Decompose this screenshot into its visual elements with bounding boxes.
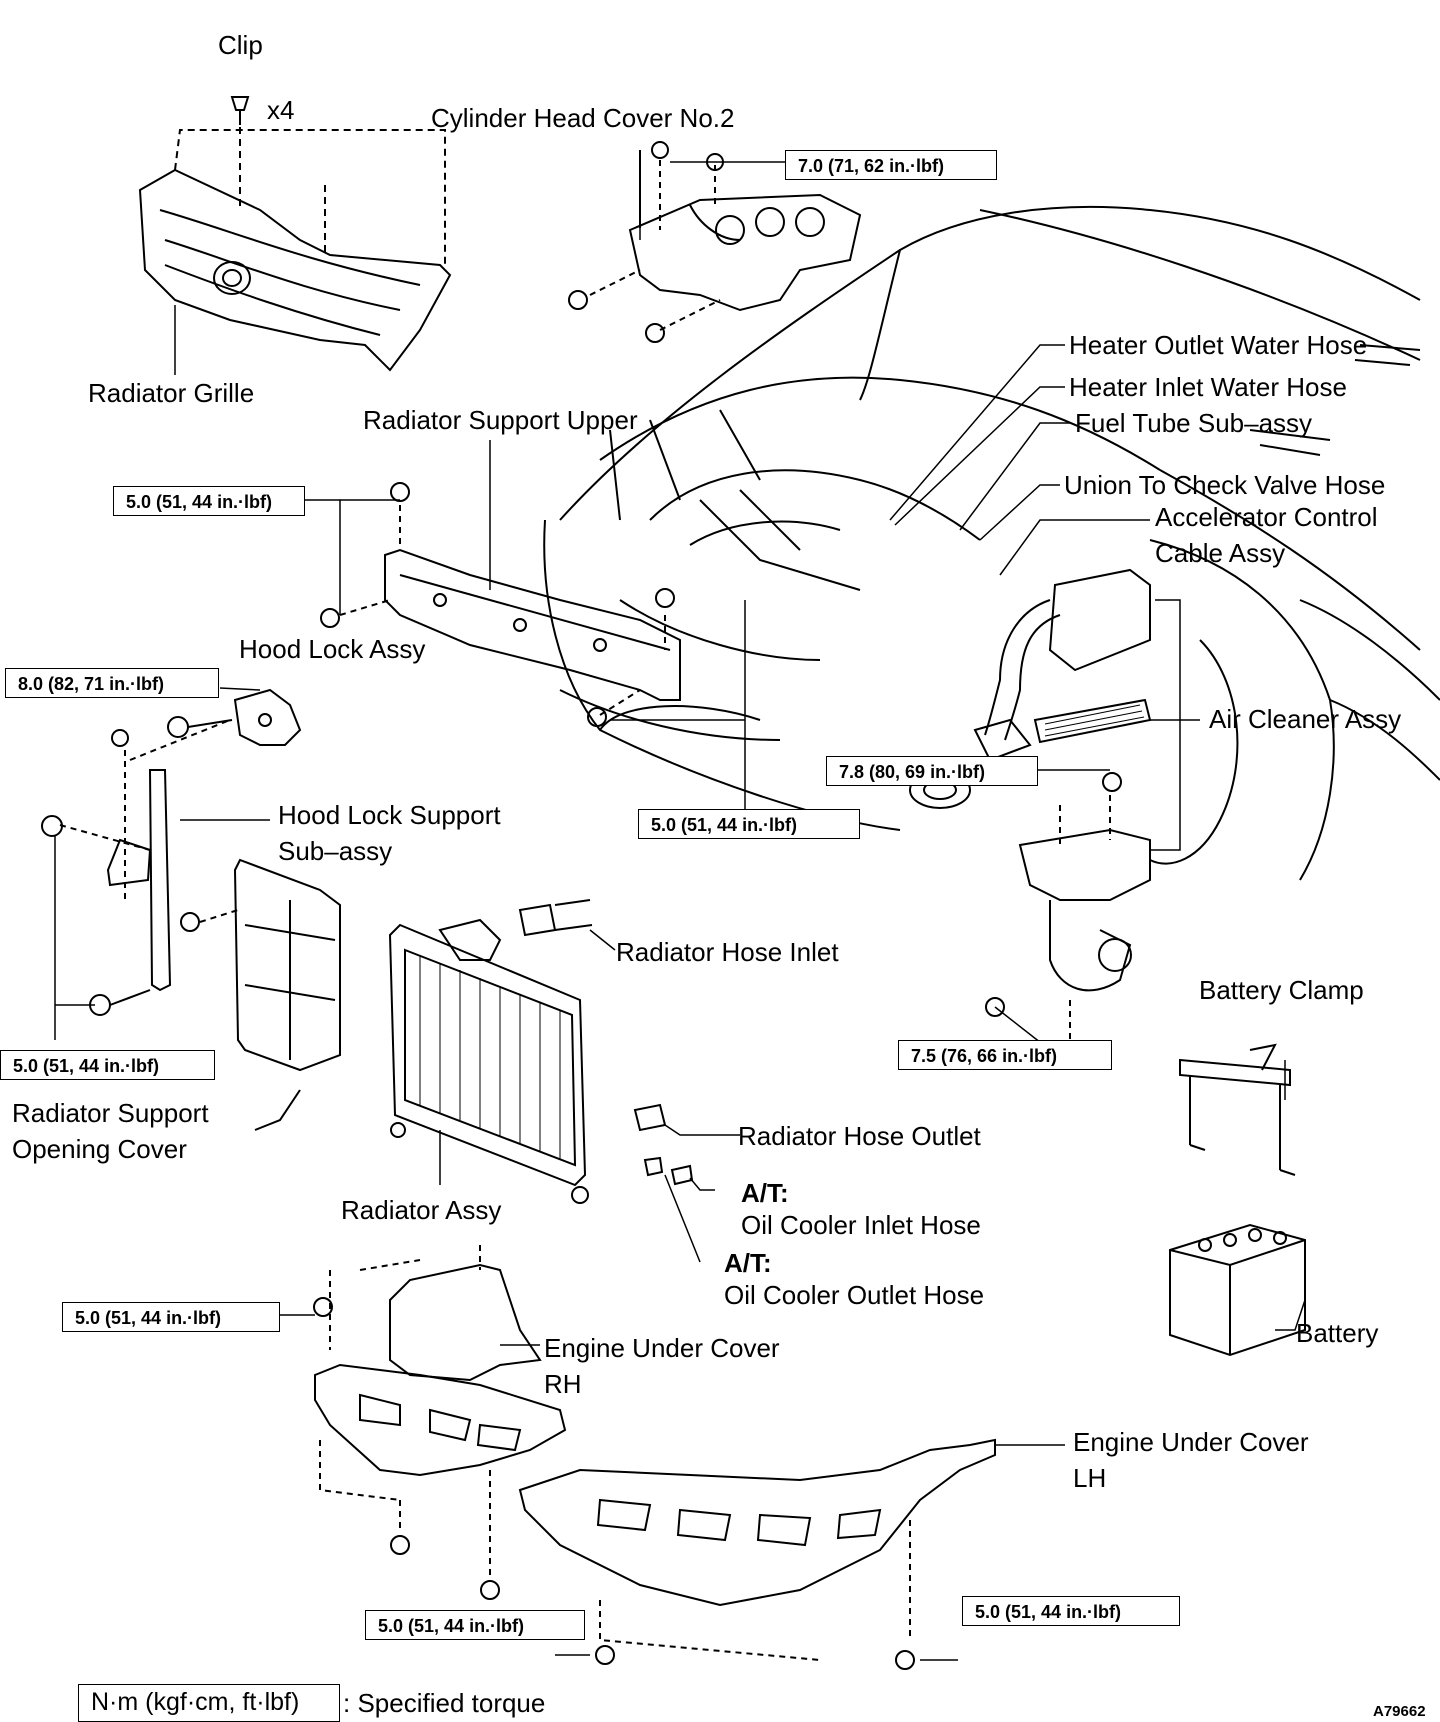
torque-engine-under-cover-rh: 5.0 (51, 44 in.·lbf) xyxy=(62,1302,280,1332)
torque-air-cleaner-top: 7.8 (80, 69 in.·lbf) xyxy=(826,756,1038,786)
label-accelerator-control: Accelerator Control xyxy=(1155,502,1378,532)
legend-specified-torque: : Specified torque xyxy=(343,1688,546,1718)
label-engine-under-cover-lh: Engine Under Cover xyxy=(1073,1427,1309,1457)
label-radiator-hose-inlet: Radiator Hose Inlet xyxy=(616,937,839,967)
label-battery: Battery xyxy=(1296,1318,1379,1348)
label-air-cleaner-assy: Air Cleaner Assy xyxy=(1209,704,1402,734)
torque-hood-lock-support: 5.0 (51, 44 in.·lbf) xyxy=(0,1050,215,1080)
radiator-support-upper-drawing xyxy=(320,482,681,727)
label-radiator-assy: Radiator Assy xyxy=(341,1195,502,1225)
label-at-inlet: A/T: xyxy=(741,1178,789,1208)
torque-engine-under-cover-center: 5.0 (51, 44 in.·lbf) xyxy=(365,1610,585,1640)
label-radiator-hose-outlet: Radiator Hose Outlet xyxy=(738,1121,981,1151)
label-union-to-check-valve-hose: Union To Check Valve Hose xyxy=(1064,470,1386,500)
air-cleaner-drawing xyxy=(973,568,1152,1040)
label-hood-lock-support-sub-assy: Sub–assy xyxy=(278,836,393,866)
label-heater-outlet-water-hose: Heater Outlet Water Hose xyxy=(1069,330,1368,360)
label-radiator-support: Radiator Support xyxy=(12,1098,209,1128)
label-engine-under-cover-rh: Engine Under Cover xyxy=(544,1333,780,1363)
radiator-assy-drawing xyxy=(388,899,593,1204)
clip-fastener xyxy=(230,96,250,125)
torque-cylinder-head-cover: 7.0 (71, 62 in.·lbf) xyxy=(785,150,997,180)
label-at-outlet: A/T: xyxy=(724,1248,772,1278)
radiator-grille-drawing xyxy=(138,115,452,372)
label-clip-qty: x4 xyxy=(267,95,295,125)
label-heater-inlet-water-hose: Heater Inlet Water Hose xyxy=(1069,372,1347,402)
label-engine-under-cover-lh-side: LH xyxy=(1073,1463,1107,1493)
engine-under-cover-lh-drawing xyxy=(518,1438,996,1670)
label-fuel-tube-sub-assy: Fuel Tube Sub–assy xyxy=(1075,408,1313,438)
torque-engine-under-cover-lh: 5.0 (51, 44 in.·lbf) xyxy=(962,1596,1180,1626)
label-battery-clamp: Battery Clamp xyxy=(1199,975,1364,1005)
label-radiator-support-upper: Radiator Support Upper xyxy=(363,405,638,435)
label-oil-cooler-inlet-hose: Oil Cooler Inlet Hose xyxy=(741,1210,981,1240)
vehicle-body-outline xyxy=(543,206,1440,881)
torque-radiator-support-lower: 5.0 (51, 44 in.·lbf) xyxy=(638,809,860,839)
torque-air-cleaner-bottom: 7.5 (76, 66 in.·lbf) xyxy=(898,1040,1112,1070)
label-clip: Clip xyxy=(218,30,263,60)
torque-hood-lock: 8.0 (82, 71 in.·lbf) xyxy=(5,668,219,698)
label-cylinder-head-cover: Cylinder Head Cover No.2 xyxy=(431,103,735,133)
label-oil-cooler-outlet-hose: Oil Cooler Outlet Hose xyxy=(724,1280,985,1310)
label-opening-cover: Opening Cover xyxy=(12,1134,187,1164)
battery-clamp-drawing xyxy=(1179,1043,1296,1176)
legend-torque-unit-box: N·m (kgf·cm, ft·lbf) xyxy=(78,1684,340,1722)
hoses-drawing xyxy=(633,1103,694,1186)
hood-lock-assy-drawing xyxy=(167,688,302,746)
label-cable-assy: Cable Assy xyxy=(1155,538,1286,568)
label-engine-under-cover-rh-side: RH xyxy=(544,1369,582,1399)
engine-under-cover-rh-drawing xyxy=(313,1245,567,1600)
label-hood-lock-support: Hood Lock Support xyxy=(278,800,501,830)
radiator-support-opening-cover-drawing xyxy=(180,858,341,1131)
hood-lock-support-drawing xyxy=(41,719,231,1016)
battery-drawing xyxy=(1169,1223,1306,1357)
torque-radiator-support-upper: 5.0 (51, 44 in.·lbf) xyxy=(113,486,305,516)
label-radiator-grille: Radiator Grille xyxy=(88,378,255,408)
label-hood-lock-assy: Hood Lock Assy xyxy=(239,634,426,664)
figure-code: A79662 xyxy=(1373,1703,1426,1720)
cylinder-head-cover-drawing xyxy=(568,141,862,343)
